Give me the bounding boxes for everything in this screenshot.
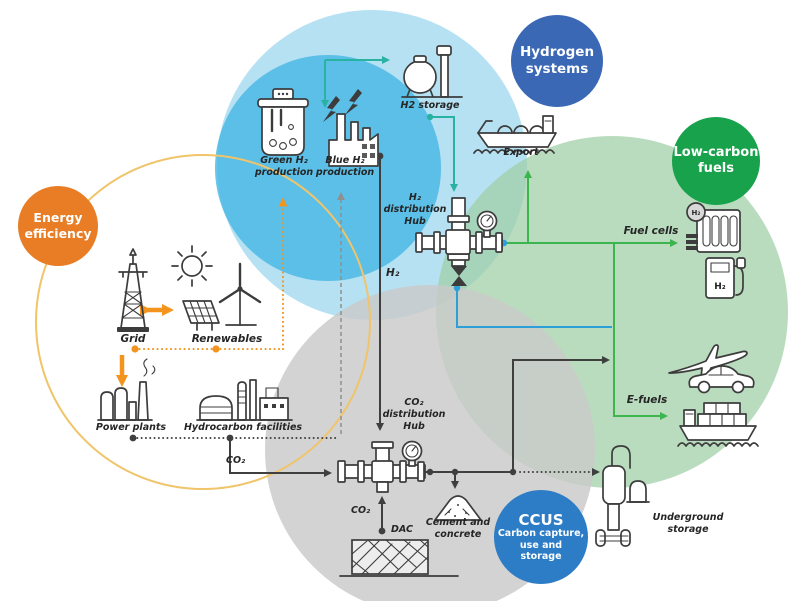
pump-h2-label: H₂ — [714, 282, 726, 292]
fuel-cell-icon: H₂ — [686, 202, 741, 253]
power-plant-icon — [97, 358, 156, 421]
grid-icon — [117, 248, 149, 332]
underground-storage-icon — [595, 445, 650, 547]
ccus-title: CCUS — [518, 510, 564, 529]
fuel-cell-h2-badge: H₂ — [692, 209, 701, 217]
ccus-subtitle: Carbon capture, use and storage — [497, 528, 585, 562]
blue-h2-production-icon — [323, 89, 379, 167]
edge-storage-h2hub — [430, 116, 458, 192]
export-ship-icon — [473, 115, 557, 154]
sun-icon — [171, 245, 213, 287]
hydrocarbon-facilities-icon — [196, 379, 293, 421]
cement-pile-icon — [434, 495, 482, 521]
h2-distribution-hub-icon — [415, 197, 503, 286]
edge-co2-efuels — [512, 356, 610, 472]
green-h2-production-icon — [257, 88, 309, 156]
co2-distribution-hub-icon — [337, 440, 426, 493]
dac-icon — [339, 539, 459, 577]
badge-low-carbon-fuels: Low-carbon fuels — [672, 117, 760, 205]
edge-valve-efuels — [456, 289, 612, 328]
wind-turbine-icon — [218, 262, 262, 326]
car-icon — [688, 365, 755, 394]
hydrogen-inner-circle — [215, 55, 441, 281]
h2-storage-icon — [401, 45, 463, 98]
badge-energy-efficiency: Energy efficiency — [18, 186, 98, 266]
badge-ccus: CCUS Carbon capture, use and storage — [494, 490, 588, 584]
solar-panel-icon — [182, 300, 220, 331]
badge-hydrogen-systems: Hydrogen systems — [511, 15, 603, 107]
energy-efficiency-circle — [35, 154, 371, 490]
h2-pump-icon: H₂ — [705, 257, 746, 299]
edges — [116, 56, 678, 535]
efuel-ship-icon — [677, 402, 759, 447]
edge-hub-efuels — [613, 243, 668, 420]
edge-facilities-co2hub — [229, 439, 332, 477]
